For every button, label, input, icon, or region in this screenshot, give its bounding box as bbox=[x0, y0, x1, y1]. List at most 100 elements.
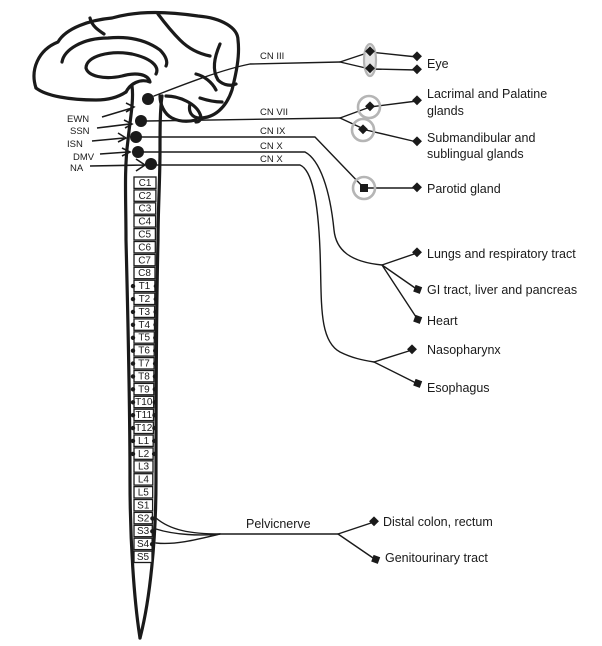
segment-dot-t7-left bbox=[130, 361, 136, 366]
target-gi: GI tract, liver and pancreas bbox=[427, 283, 577, 297]
segment-label-s3: S3 bbox=[137, 526, 150, 537]
otic-ganglion bbox=[351, 175, 377, 201]
label-isn: ISN bbox=[67, 139, 83, 150]
segment-label-c2: C2 bbox=[139, 191, 152, 202]
segment-label-c6: C6 bbox=[138, 242, 151, 253]
segment-label-s2: S2 bbox=[137, 513, 150, 524]
segment-dot-s2 bbox=[150, 516, 155, 521]
segment-label-l4: L4 bbox=[138, 475, 150, 486]
label-cn9: CN IX bbox=[260, 126, 286, 137]
cn10b-nerve bbox=[156, 164, 375, 363]
segment-dot-t2-left bbox=[130, 296, 136, 302]
segment-dot-t10-left bbox=[130, 400, 136, 405]
segment-label-c5: C5 bbox=[138, 230, 151, 241]
segment-label-t2: T2 bbox=[139, 294, 151, 305]
segment-box-c1 bbox=[133, 176, 157, 190]
submandibular-ganglion bbox=[350, 117, 376, 143]
nucleus-ssn-dot bbox=[135, 115, 147, 127]
segment-label-t4: T4 bbox=[138, 320, 150, 331]
label-ssn: SSN bbox=[70, 126, 90, 137]
cn3-nerve bbox=[153, 61, 341, 97]
segment-dot-t1-left bbox=[130, 283, 136, 289]
segment-label-t11: T11 bbox=[136, 410, 153, 421]
nucleus-isn-dot bbox=[130, 131, 142, 143]
nucleus-pointers bbox=[89, 102, 147, 172]
segment-label-c7: C7 bbox=[138, 255, 151, 266]
segment-label-t1: T1 bbox=[139, 281, 151, 292]
segment-dot-t6-right bbox=[153, 348, 158, 353]
segment-dot-t9-left bbox=[130, 387, 136, 392]
ganglia bbox=[350, 42, 382, 201]
target-eye: Eye bbox=[427, 57, 449, 71]
segment-dot-t11-left bbox=[130, 413, 136, 418]
segment-dot-t3-right bbox=[153, 309, 158, 315]
segment-label-l3: L3 bbox=[138, 462, 150, 473]
segment-box-c4 bbox=[133, 215, 157, 228]
nucleus-ewn-dot bbox=[142, 93, 154, 105]
segment-dot-t10-right bbox=[152, 400, 157, 405]
label-pelvic-nerve: Pelvicnerve bbox=[246, 517, 311, 531]
segment-dot-t12-left bbox=[130, 425, 136, 431]
nucleus-na-dot bbox=[145, 158, 157, 170]
segment-label-s4: S4 bbox=[137, 539, 150, 550]
segment-label-c4: C4 bbox=[138, 217, 151, 228]
segment-box-l5 bbox=[133, 485, 154, 499]
segment-label-s5: S5 bbox=[137, 552, 150, 563]
segment-box-c5 bbox=[133, 227, 157, 241]
target-distal-colon: Distal colon, rectum bbox=[383, 515, 493, 529]
segment-dot-s4 bbox=[149, 542, 155, 547]
target-submandibular-line2: sublingual glands bbox=[427, 147, 524, 161]
segment-label-l5: L5 bbox=[138, 488, 150, 499]
segment-label-t3: T3 bbox=[138, 307, 150, 318]
target-lungs: Lungs and respiratory tract bbox=[427, 247, 576, 261]
label-cn10b: CN X bbox=[260, 154, 283, 165]
target-nasopharynx: Nasopharynx bbox=[427, 343, 501, 357]
segment-box-c8 bbox=[133, 266, 156, 280]
segment-box-l4 bbox=[133, 473, 154, 486]
target-parotid: Parotid gland bbox=[427, 182, 501, 196]
label-cn10a: CN X bbox=[260, 141, 283, 152]
segment-dot-s3 bbox=[150, 529, 155, 534]
segment-dot-t7-right bbox=[152, 361, 158, 366]
segment-label-t12: T12 bbox=[135, 423, 153, 434]
target-genitourinary: Genitourinary tract bbox=[385, 551, 488, 565]
segment-dot-t4-right bbox=[153, 322, 158, 327]
segment-dot-t2-right bbox=[153, 296, 158, 302]
segment-dot-t9-right bbox=[152, 387, 157, 392]
brain-outline bbox=[32, 10, 241, 124]
label-dmv: DMV bbox=[73, 152, 95, 163]
spinal-segments: C1C2C3C4C5C6C7C8T1T2T3T4T5T6T7T8T9T10T11… bbox=[130, 176, 159, 564]
segment-label-t6: T6 bbox=[138, 346, 150, 357]
segment-label-t8: T8 bbox=[138, 371, 150, 382]
target-markers bbox=[369, 51, 423, 564]
segment-dot-t8-left bbox=[130, 374, 136, 379]
nucleus-dmv-dot bbox=[132, 146, 144, 158]
segment-label-t9: T9 bbox=[138, 384, 150, 395]
segment-dot-t5-right bbox=[153, 335, 158, 340]
target-heart: Heart bbox=[427, 314, 458, 328]
segment-dot-l2-right bbox=[151, 451, 157, 457]
cranial-nerves bbox=[141, 51, 419, 561]
segment-dot-t4-left bbox=[130, 322, 136, 327]
segment-dot-l1-right bbox=[152, 438, 157, 444]
segment-label-c3: C3 bbox=[139, 204, 152, 215]
segment-label-t10: T10 bbox=[135, 397, 153, 408]
segment-box-c7 bbox=[133, 253, 156, 267]
segment-label-c1: C1 bbox=[139, 178, 152, 189]
cn10a-nerve bbox=[143, 151, 383, 266]
segment-label-c8: C8 bbox=[138, 268, 151, 279]
label-na: NA bbox=[70, 163, 84, 174]
cn7-nerve bbox=[146, 117, 341, 122]
segment-dot-t8-right bbox=[152, 374, 158, 379]
target-submandibular-line1: Submandibular and bbox=[427, 131, 535, 145]
label-cn3: CN III bbox=[260, 51, 284, 62]
segment-dot-t6-left bbox=[130, 348, 136, 353]
segment-dot-t1-right bbox=[153, 283, 159, 289]
label-ewn: EWN bbox=[67, 114, 89, 125]
segment-dot-t5-left bbox=[130, 335, 136, 340]
segment-dot-t3-left bbox=[130, 309, 136, 315]
target-esophagus: Esophagus bbox=[427, 381, 490, 395]
segment-box-c6 bbox=[133, 240, 156, 254]
brainstem-nuclei bbox=[130, 93, 157, 170]
